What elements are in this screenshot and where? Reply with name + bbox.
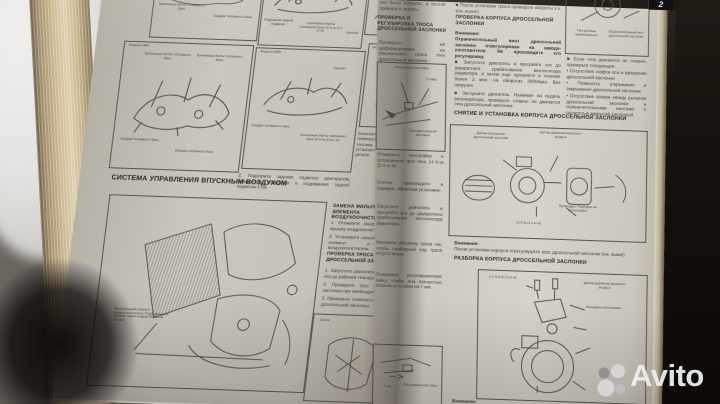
diagram-label: Бандаж топливного бака [213, 13, 252, 20]
bullet-item: ■ Запустите двигатель и прогрейте его до… [454, 59, 561, 88]
diagram-label: Датчик давления впускного воздуха [539, 130, 582, 139]
diagram-label: Датчик положения дроссельной заслонки [473, 130, 509, 140]
page-number-tab: 2 [648, 0, 674, 11]
fuel-tank-diagram-box-b: Подрамник задней подвески Крепежные болт… [257, 0, 371, 49]
bullet-item: • Плавность открывания и закрывания дрос… [566, 80, 647, 94]
diagram-label: Крепежные болты топливного бака [196, 53, 244, 62]
fuel-tank-4wd-diagram-box: Модели 4WD Крепежные болты топливного ба… [108, 40, 255, 173]
diagram-label: Крепежные болты топливного бака [144, 51, 192, 60]
fuel-tank-illustration [133, 77, 230, 137]
throttle-body-removal-illustration [462, 155, 627, 217]
diagram-label: Датчик давления впускного воздуха [583, 280, 626, 290]
fuel-tank-4wd-diagram-box-2: Модели 4WD Крышка Бандаж топливного бака… [241, 47, 366, 173]
diagram-label: Прокладка. Повторно не используйте [558, 203, 597, 213]
avito-logo-dots-icon [597, 364, 625, 397]
diagram-label: Замок [319, 317, 330, 322]
diagram-title: Модели 4WD [260, 49, 281, 55]
diagram-label: Бандаж топливного бака [174, 148, 214, 154]
diagram-label: Крышка [345, 30, 359, 35]
diagram-label: Крепежные болты топливного бака 38 Н·м (… [299, 21, 343, 33]
section-header-disassembly: РАЗБОРКА КОРПУСА ДРОССЕЛЬНОЙ ЗАСЛОНКИ [453, 255, 587, 266]
diagram-label: Бандаж топливного бака [251, 123, 290, 129]
diagram-label: Крепежные болты топливного бака [158, 1, 206, 11]
avito-watermark: Avito [594, 358, 720, 404]
diagram-label: Ограничительный винт дроссельной заслонк… [608, 29, 644, 39]
diagram-label: Крепежные болты топливного бака 38 Н·м (… [300, 132, 347, 142]
fuel-tank-illustration [274, 0, 353, 14]
diagram-title: Модели 4WD [128, 42, 150, 48]
throttle-rod-illustration [580, 0, 640, 21]
diagram-label: Подрамник задней подвески [263, 17, 294, 26]
corner-shadow [0, 224, 170, 404]
throttle-rod-diagram-box: Тяга должна перемещаться Ограничительный… [564, 0, 650, 57]
diagram-label: Бандаж топливного бака [120, 136, 159, 142]
throttle-body-removal-diagram-box: Датчик положения дроссельной заслонки Да… [448, 124, 648, 243]
bullet-item: ■ Заглушите двигатель. Нажимая на педаль… [454, 90, 561, 109]
diagram-label: 22 Н·м (2.2 кг·м) [516, 220, 542, 226]
diagram-label: Тяга должна перемещаться [574, 28, 598, 37]
warning-label: Внимание: [452, 398, 477, 404]
avito-wordmark: Avito [630, 358, 704, 393]
fuel-tank-diagram-box-a: Крепежные болты топливного бака Бандаж т… [148, 0, 266, 42]
fuel-tank-illustration [263, 77, 348, 116]
section-header-throttle-check: ПРОВЕРКА КОРПУСА ДРОССЕЛЬНОЙ ЗАСЛОНКИ [455, 14, 554, 27]
